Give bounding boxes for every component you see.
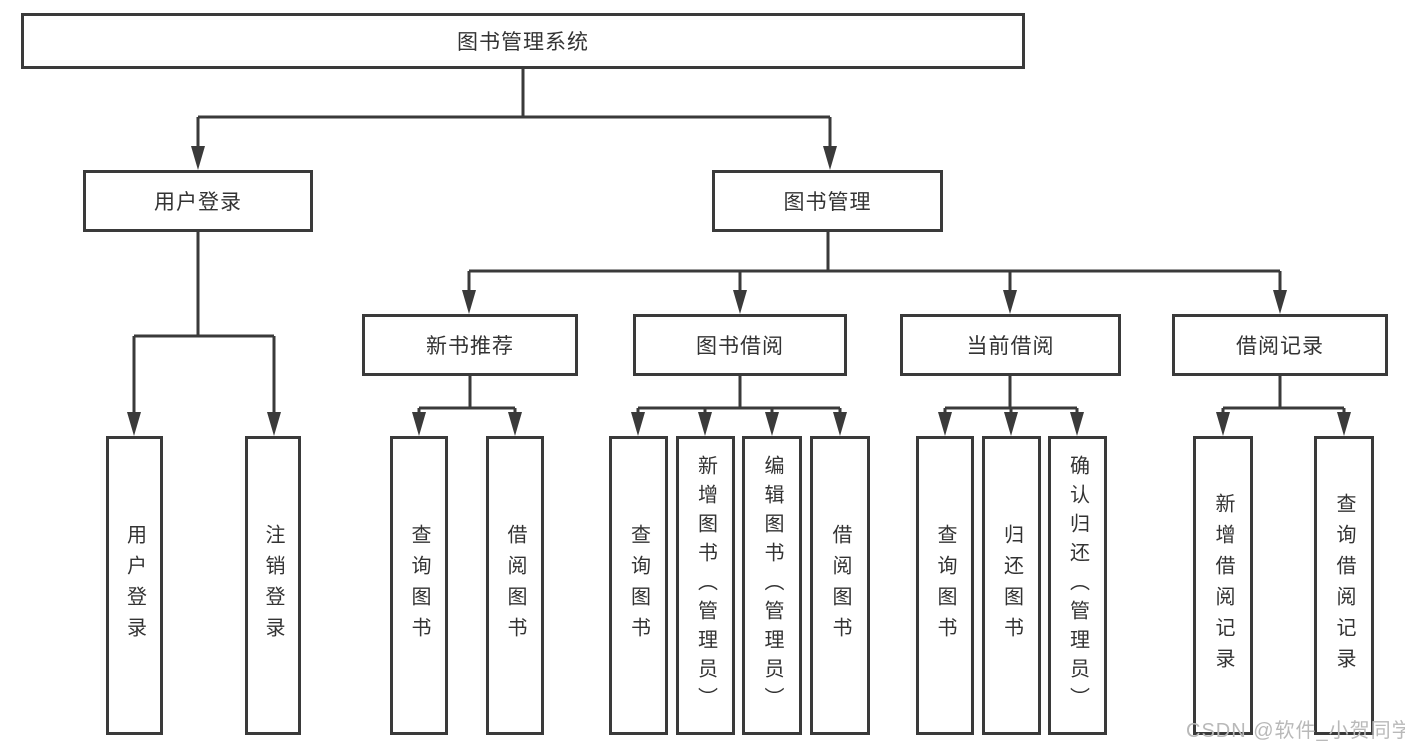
arrowhead-icons — [127, 146, 1351, 436]
node-root: 图书管理系统 — [21, 13, 1025, 69]
node-borrow-record: 借阅记录 — [1172, 314, 1388, 376]
node-query-book-borrow: 查询图书 — [609, 436, 668, 735]
node-book-borrow-label: 图书借阅 — [696, 335, 784, 358]
node-query-borrow-record: 查询借阅记录 — [1314, 436, 1374, 735]
node-book-management-label: 图书管理 — [783, 191, 872, 214]
node-borrow-book-label: 借阅图书 — [829, 523, 851, 648]
node-root-label: 图书管理系统 — [457, 31, 589, 54]
node-logout: 注销登录 — [245, 436, 301, 735]
node-edit-book-admin: 编辑图书（管理员） — [742, 436, 802, 735]
node-query-book-current: 查询图书 — [916, 436, 974, 735]
node-query-book-current-label: 查询图书 — [934, 523, 956, 648]
node-add-book-admin-label: 新增图书（管理员） — [694, 455, 717, 716]
node-borrow-book: 借阅图书 — [810, 436, 870, 735]
node-return-book-label: 归还图书 — [1000, 523, 1023, 648]
node-user-login-action-label: 用户登录 — [123, 523, 146, 648]
node-user-login-action: 用户登录 — [106, 436, 163, 735]
node-user-login: 用户登录 — [83, 170, 313, 232]
node-add-borrow-record-label: 新增借阅记录 — [1212, 492, 1234, 679]
node-book-management: 图书管理 — [712, 170, 943, 232]
node-edit-book-admin-label: 编辑图书（管理员） — [761, 455, 783, 716]
node-new-book-recommend: 新书推荐 — [362, 314, 578, 376]
node-borrow-record-label: 借阅记录 — [1236, 335, 1324, 358]
node-add-book-admin: 新增图书（管理员） — [676, 436, 735, 735]
node-current-borrow-label: 当前借阅 — [966, 335, 1055, 358]
node-book-borrow: 图书借阅 — [633, 314, 847, 376]
node-query-book-recommend: 查询图书 — [390, 436, 448, 735]
node-logout-label: 注销登录 — [262, 523, 284, 648]
node-return-book: 归还图书 — [982, 436, 1041, 735]
node-query-borrow-record-label: 查询借阅记录 — [1333, 492, 1355, 679]
node-confirm-return-admin: 确认归还（管理员） — [1048, 436, 1107, 735]
node-borrow-book-recommend-label: 借阅图书 — [504, 523, 526, 648]
node-borrow-book-recommend: 借阅图书 — [486, 436, 544, 735]
node-new-book-recommend-label: 新书推荐 — [426, 335, 514, 358]
node-user-login-label: 用户登录 — [154, 191, 242, 214]
node-add-borrow-record: 新增借阅记录 — [1193, 436, 1253, 735]
watermark: CSDN @软件_小贺同学 — [1186, 720, 1405, 742]
node-current-borrow: 当前借阅 — [900, 314, 1121, 376]
node-query-book-borrow-label: 查询图书 — [627, 523, 650, 648]
node-confirm-return-admin-label: 确认归还（管理员） — [1066, 455, 1089, 716]
node-query-book-recommend-label: 查询图书 — [408, 523, 430, 648]
